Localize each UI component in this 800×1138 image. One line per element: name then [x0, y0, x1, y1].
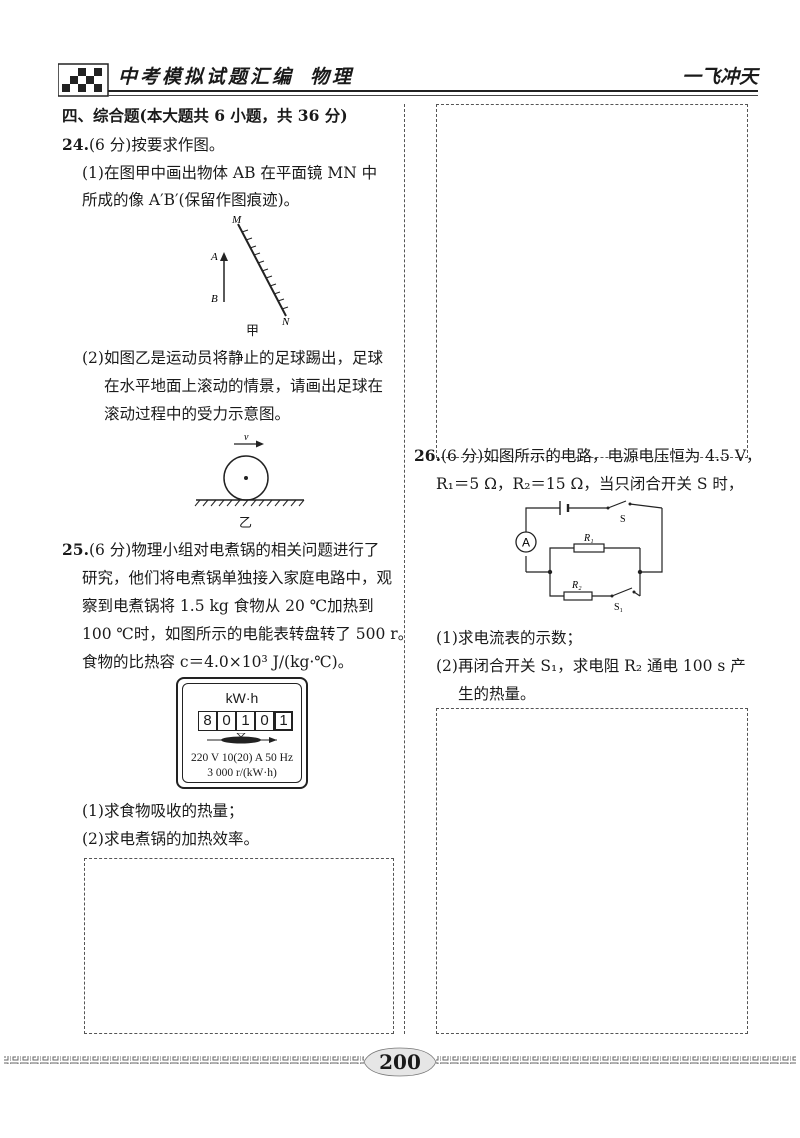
section-title: 四、综合题(本大题共 6 小题，共 36 分) — [62, 106, 348, 125]
meter-digit: 1 — [236, 711, 255, 731]
object-ab-arrow — [220, 252, 228, 302]
ground — [194, 499, 305, 507]
q26-ask2-line1: (2)再闭合开关 S₁，求电阻 R₂ 通电 100 s 产 — [436, 657, 746, 675]
figure-mirror: M N A B — [210, 214, 290, 328]
q24-stem-text: (6 分)按要求作图。 — [88, 136, 225, 154]
q25-line2: 研究，他们将电煮锅单独接入家庭电路中，观 — [82, 569, 393, 587]
circuit-wires — [525, 503, 663, 597]
mirror-mn — [237, 223, 289, 317]
q25-line5: 食物的比热容 c＝4.0×10³ J/(kg·℃)。 — [82, 653, 354, 671]
resistor-r2-icon — [563, 591, 593, 601]
header-rule-thin — [108, 95, 758, 96]
q24-part1-line2: 所成的像 A′B′(保留作图痕迹)。 — [82, 191, 300, 209]
meter-digit: 0 — [217, 711, 236, 731]
ammeter-icon: A — [515, 531, 537, 553]
meter-digits: 8 0 1 0 1 — [198, 711, 293, 731]
meter-digit-decimal: 1 — [274, 711, 293, 731]
figure-football: v — [194, 432, 305, 507]
energy-meter: kW·h 8 0 1 0 1 220 V 10(20) A 50 Hz 3 00… — [176, 677, 308, 789]
switch-s-icon — [606, 500, 632, 510]
meter-spec-constant: 3 000 r/(kW·h) — [207, 767, 277, 779]
label-v: v — [244, 432, 249, 443]
footer-ornament — [4, 1047, 796, 1077]
header-subject: 物理 — [310, 66, 355, 88]
q26-line2: R₁＝5 Ω，R₂＝15 Ω，当只闭合开关 S 时， — [436, 475, 744, 493]
q26-line1: 26.(6 分)如图所示的电路，电源电压恒为 4.5 V， — [414, 446, 762, 466]
meter-digit: 0 — [255, 711, 274, 731]
meter-disc-icon — [207, 733, 277, 744]
figure-caption-yi: 乙 — [239, 516, 253, 531]
q25-number: 25. — [62, 540, 89, 559]
q25-ask2: (2)求电煮锅的加热效率。 — [82, 830, 259, 848]
junction-right — [637, 569, 643, 575]
label-a: A — [210, 251, 218, 263]
q24-stem: 24.(6 分)按要求作图。 — [62, 135, 224, 155]
answer-box-q24[interactable] — [436, 104, 748, 458]
q24-part2-line3: 滚动过程中的受力示意图。 — [104, 405, 291, 423]
q26-line1-text: (6 分)如图所示的电路，电源电压恒为 4.5 V， — [440, 447, 762, 465]
switch-s1-icon — [610, 587, 636, 598]
q25-line3: 察到电煮锅将 1.5 kg 食物从 20 ℃加热到 — [82, 597, 374, 615]
page-number: 200 — [379, 1050, 421, 1074]
header-title: 中考模拟试题汇编 — [118, 66, 295, 88]
ball-center — [244, 476, 248, 480]
column-divider — [404, 104, 405, 1034]
label-s1: S₁ — [614, 602, 623, 613]
q24-part2-line1: (2)如图乙是运动员将静止的足球踢出，足球 — [82, 349, 383, 367]
ammeter-label: A — [522, 536, 530, 550]
q26-ask1: (1)求电流表的示数； — [436, 629, 582, 647]
energy-meter-face: kW·h 8 0 1 0 1 220 V 10(20) A 50 Hz 3 00… — [182, 683, 302, 783]
junction-left — [547, 569, 553, 575]
meter-unit: kW·h — [225, 690, 259, 706]
resistor-r1-icon — [573, 543, 605, 553]
header-logo-icon — [58, 63, 109, 97]
label-m: M — [231, 214, 242, 226]
meter-digit: 8 — [198, 711, 217, 731]
q25-line4: 100 ℃时，如图所示的电能表转盘转了 500 r。 — [82, 625, 414, 643]
header-brand: 一飞冲天 — [681, 66, 758, 88]
circuit-diagram: A S R₁ R₂ S₁ — [515, 500, 663, 613]
q25-line1: 25.(6 分)物理小组对电煮锅的相关问题进行了 — [62, 540, 379, 560]
battery-icon — [559, 501, 570, 515]
velocity-arrow — [234, 440, 264, 448]
q26-number: 26. — [414, 446, 441, 465]
label-r1: R₁ — [583, 533, 594, 544]
answer-box-q26[interactable] — [436, 708, 748, 1034]
q24-part1-line1: (1)在图甲中画出物体 AB 在平面镜 MN 中 — [82, 164, 378, 182]
meter-spec-rating: 220 V 10(20) A 50 Hz — [190, 752, 294, 764]
header-rule — [108, 90, 758, 92]
q24-part2-line2: 在水平地面上滚动的情景，请画出足球在 — [104, 377, 384, 395]
label-s: S — [620, 514, 626, 525]
q25-line1-text: (6 分)物理小组对电煮锅的相关问题进行了 — [88, 541, 380, 559]
answer-box-q25[interactable] — [84, 858, 394, 1034]
q25-ask1: (1)求食物吸收的热量； — [82, 802, 244, 820]
label-b: B — [211, 293, 218, 305]
label-n: N — [281, 316, 290, 328]
label-r2: R₂ — [571, 580, 582, 591]
q24-number: 24. — [62, 135, 89, 154]
figure-caption-jia: 甲 — [246, 324, 260, 339]
q26-ask2-line2: 生的热量。 — [458, 685, 536, 703]
